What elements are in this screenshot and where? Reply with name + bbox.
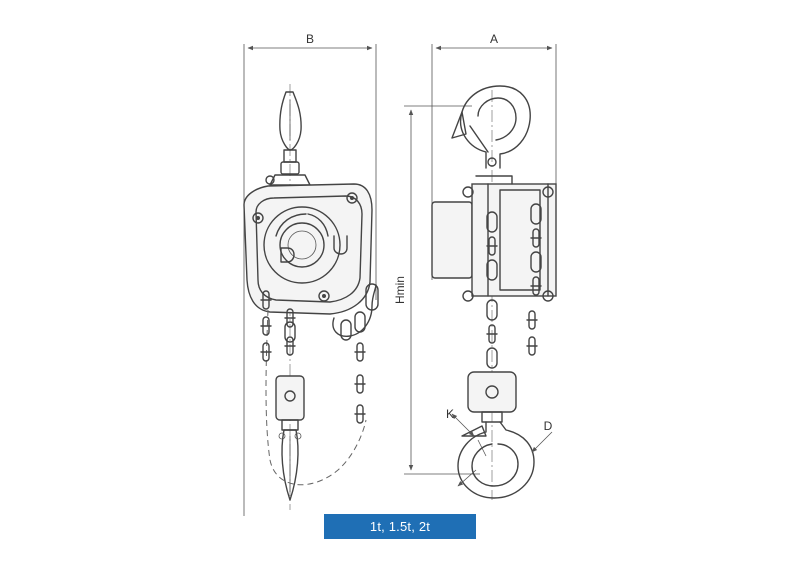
dimension-label-b: B xyxy=(306,32,314,46)
top-hook-side xyxy=(451,85,531,169)
dimension-hmin: Hmin xyxy=(393,105,480,475)
bottom-block-side xyxy=(467,371,517,423)
capacity-caption: 1t, 1.5t, 2t xyxy=(324,514,476,539)
front-view: B xyxy=(243,32,379,516)
hoist-body-front xyxy=(243,175,373,315)
dimension-label-k: K xyxy=(446,407,454,421)
load-chain-side xyxy=(486,299,538,369)
bottom-hook-front xyxy=(275,375,305,501)
dimension-label-hmin: Hmin xyxy=(393,276,407,304)
dimension-b: B xyxy=(243,32,377,516)
dimension-label-a: A xyxy=(490,32,498,46)
dimension-d: D xyxy=(457,419,553,487)
bottom-hook-side xyxy=(457,421,535,499)
dimension-label-d: D xyxy=(544,419,553,433)
dimension-k: K xyxy=(446,407,475,437)
side-view: A Hmin xyxy=(393,32,557,500)
hoist-body-side xyxy=(431,175,557,302)
hand-chain-front xyxy=(332,283,379,424)
capacity-caption-text: 1t, 1.5t, 2t xyxy=(369,519,431,534)
